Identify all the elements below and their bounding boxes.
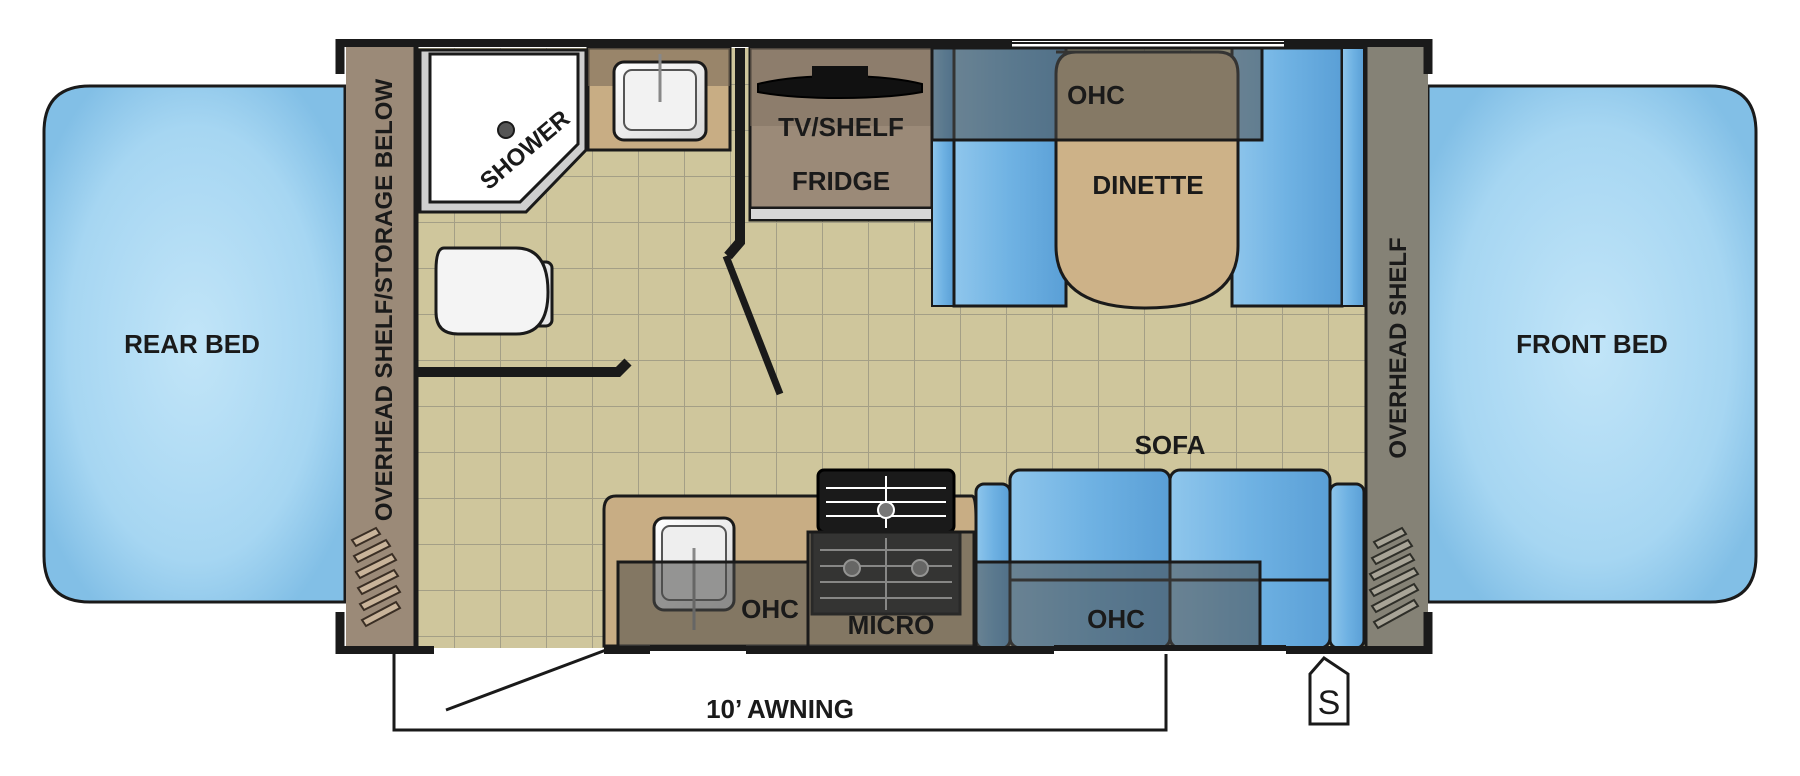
tv-shelf-label: TV/SHELF bbox=[778, 112, 904, 142]
ohc-top-label: OHC bbox=[1067, 80, 1125, 110]
rear-bed: REAR BED bbox=[42, 84, 347, 604]
kitchen-counter: OHC MICRO bbox=[602, 468, 978, 650]
ohc-sofa-cabinet: OHC bbox=[974, 560, 1262, 650]
shower: SHOWER bbox=[418, 48, 588, 214]
front-shelf-label: OVERHEAD SHELF bbox=[1385, 237, 1412, 458]
entry-marker-label: S bbox=[1318, 684, 1341, 722]
entry-door-swing bbox=[445, 648, 607, 712]
rear-overhead-shelf: OVERHEAD SHELF/STORAGE BELOW bbox=[346, 46, 419, 650]
outer-walls bbox=[335, 39, 1433, 654]
tv-icon bbox=[757, 66, 923, 100]
shower-drain-icon bbox=[497, 121, 515, 139]
sofa: SOFA OHC bbox=[974, 430, 1366, 650]
fridge-label: FRIDGE bbox=[792, 166, 890, 196]
entry-marker: S bbox=[1308, 656, 1350, 726]
sofa-label: SOFA bbox=[1135, 430, 1206, 460]
micro-label: MICRO bbox=[848, 610, 935, 640]
bathroom-door bbox=[722, 254, 784, 396]
toilet-icon bbox=[434, 246, 554, 336]
ohc-kitchen-label: OHC bbox=[741, 594, 799, 624]
ohc-sofa-label: OHC bbox=[1087, 604, 1145, 634]
ohc-top-cabinet: OHC bbox=[930, 46, 1264, 142]
front-bed: FRONT BED bbox=[1426, 84, 1758, 604]
ohc-kitchen-cabinet: OHC bbox=[616, 560, 810, 650]
bathroom-vanity bbox=[586, 46, 732, 152]
bathroom-wall bbox=[418, 358, 632, 377]
bathroom-wall-right bbox=[724, 48, 745, 260]
awning: 10’ AWNING bbox=[392, 648, 1168, 732]
awning-label: 10’ AWNING bbox=[706, 694, 854, 724]
vent-icon bbox=[1368, 526, 1420, 630]
dinette-label: DINETTE bbox=[1092, 170, 1203, 200]
front-bed-label: FRONT BED bbox=[1516, 329, 1668, 359]
sink-icon bbox=[612, 54, 708, 142]
tv-fridge-cabinet: TV/SHELF FRIDGE bbox=[748, 46, 934, 222]
vent-icon bbox=[350, 526, 402, 628]
rear-bed-label: REAR BED bbox=[124, 329, 260, 359]
microwave-cabinet: MICRO bbox=[806, 530, 976, 650]
dinette-area: OHC DINETTE bbox=[930, 46, 1365, 310]
front-overhead-shelf: OVERHEAD SHELF bbox=[1364, 46, 1428, 650]
rear-shelf-label: OVERHEAD SHELF/STORAGE BELOW bbox=[371, 79, 398, 522]
